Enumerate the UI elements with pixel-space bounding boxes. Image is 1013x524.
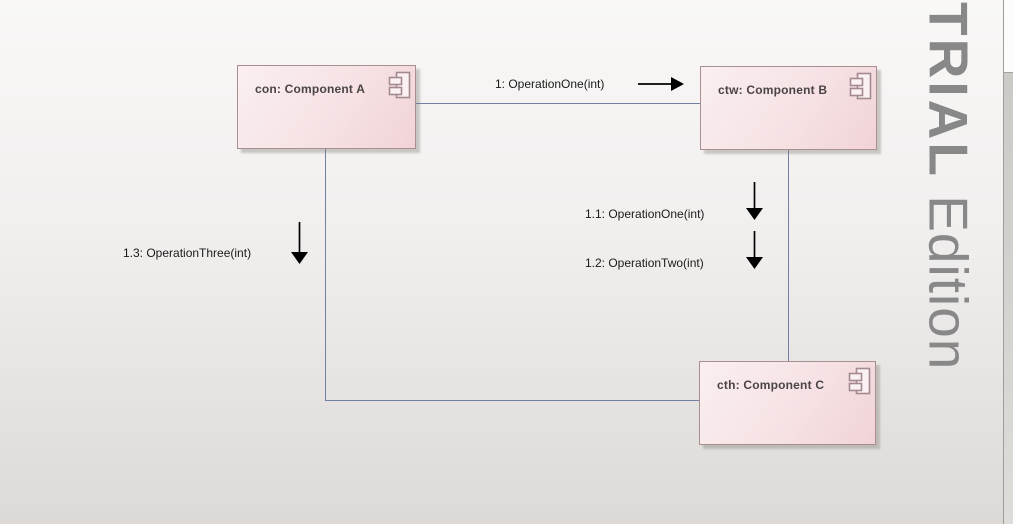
uml-component-icon: [848, 367, 871, 400]
link-component-a-to-b[interactable]: [416, 103, 700, 104]
component-c-label: cth: Component C: [717, 378, 825, 392]
link-component-b-to-c[interactable]: [788, 150, 789, 361]
component-node-a[interactable]: con: Component A: [237, 65, 416, 149]
down-arrow-icon: [746, 182, 763, 225]
watermark-trial-text: TRIAL: [917, 2, 980, 179]
component-node-c[interactable]: cth: Component C: [699, 361, 876, 445]
component-b-label: ctw: Component B: [718, 83, 828, 97]
down-arrow-icon: [291, 222, 308, 269]
down-arrow-icon: [746, 231, 763, 274]
component-a-label: con: Component A: [255, 82, 366, 96]
message-1-2-label[interactable]: 1.2: OperationTwo(int): [585, 256, 704, 270]
uml-component-icon: [849, 72, 872, 105]
link-component-a-to-c-horizontal-segment[interactable]: [325, 400, 699, 401]
message-1-3-label[interactable]: 1.3: OperationThree(int): [123, 246, 252, 260]
message-1-1-label[interactable]: 1.1: OperationOne(int): [585, 207, 705, 221]
message-1-label[interactable]: 1: OperationOne(int): [495, 77, 605, 91]
right-arrow-icon: [638, 74, 684, 99]
watermark-edition-text: Edition: [917, 178, 980, 371]
scrollbar-thumb[interactable]: [1004, 0, 1013, 73]
link-component-a-to-c-vertical-segment[interactable]: [325, 149, 326, 400]
component-node-b[interactable]: ctw: Component B: [700, 66, 877, 150]
trial-edition-watermark: TRIAL Edition: [917, 2, 980, 512]
vertical-scrollbar[interactable]: [1003, 0, 1013, 524]
uml-component-icon: [388, 71, 411, 104]
